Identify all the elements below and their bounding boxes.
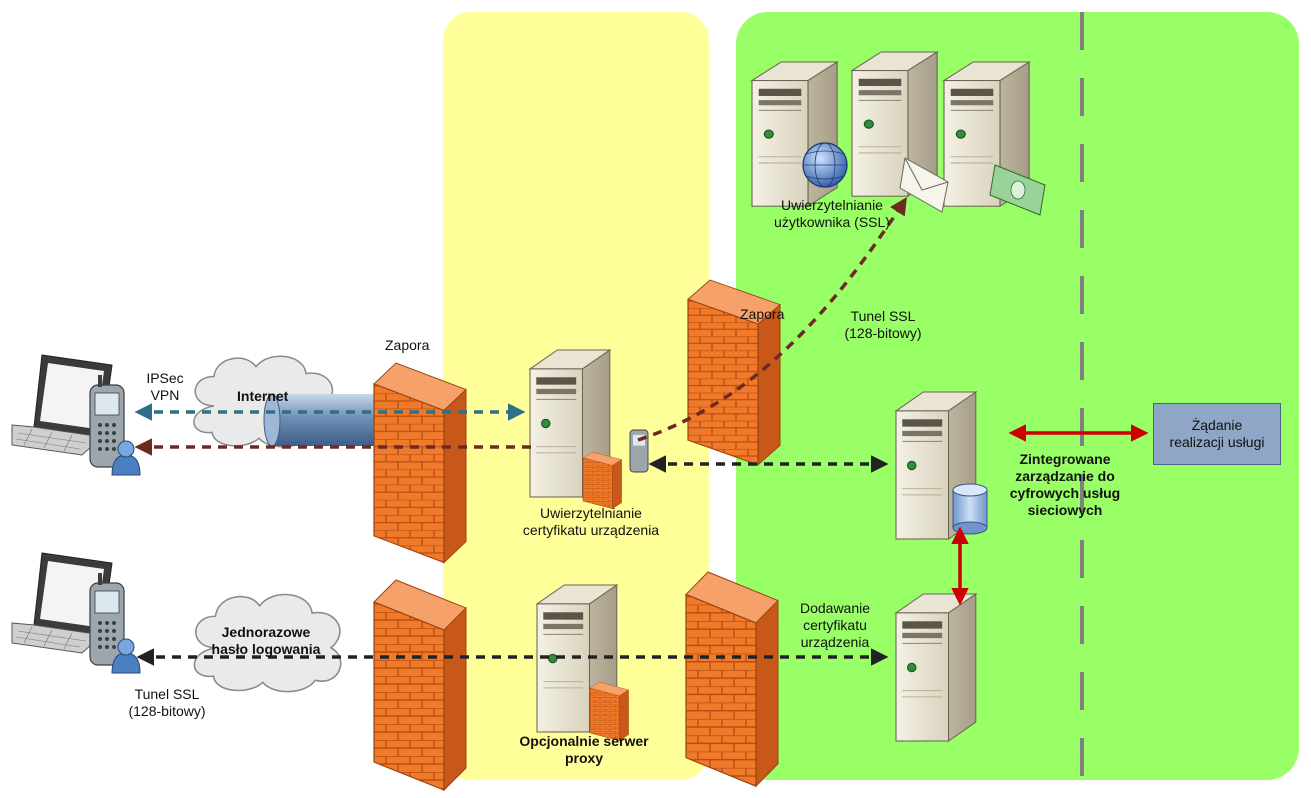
server-icon: [895, 593, 977, 742]
firewall-icon: [373, 362, 467, 564]
optional-proxy-label: Opcjonalnie serwer proxy: [519, 733, 649, 766]
globe-icon: [802, 142, 848, 188]
firewall-label-left: Zapora: [385, 337, 430, 353]
service-request-box: Żądanie realizacji usługi: [1153, 403, 1281, 465]
laptop-icon: [11, 552, 141, 674]
money-icon: [989, 164, 1046, 216]
ssl-tunnel-arrow: [637, 197, 907, 442]
firewall-icon: [373, 579, 467, 791]
firewall-label-mid: Zapora: [740, 306, 785, 322]
internet-label: Internet: [237, 388, 289, 404]
firewall-icon: [589, 681, 629, 742]
firewall-icon: [582, 451, 622, 509]
internal-zone: [736, 12, 1299, 780]
envelope-icon: [899, 157, 949, 213]
integrated-mgmt-label: Zintegrowane zarządzanie do cyfrowych us…: [1009, 451, 1121, 518]
ipsec-vpn-label: IPSec VPN: [146, 370, 184, 403]
ssl-tunnel-label-bottom: Tunel SSL (128-bitowy): [128, 686, 206, 719]
database-icon: [952, 483, 988, 535]
ssl-tunnel-label-top: Tunel SSL (128-bitowy): [844, 308, 922, 341]
otp-label: Jednorazowe hasło logowania: [211, 624, 321, 657]
laptop-icon: [11, 354, 141, 476]
device-cert-auth-label: Uwierzytelnianie certyfikatu urządzenia: [522, 505, 660, 538]
user-auth-label: Uwierzytelnianie użytkownika (SSL): [774, 197, 890, 230]
firewall-icon: [685, 571, 779, 787]
add-device-cert-label: Dodawanie certyfikatu urządzenia: [799, 600, 871, 650]
